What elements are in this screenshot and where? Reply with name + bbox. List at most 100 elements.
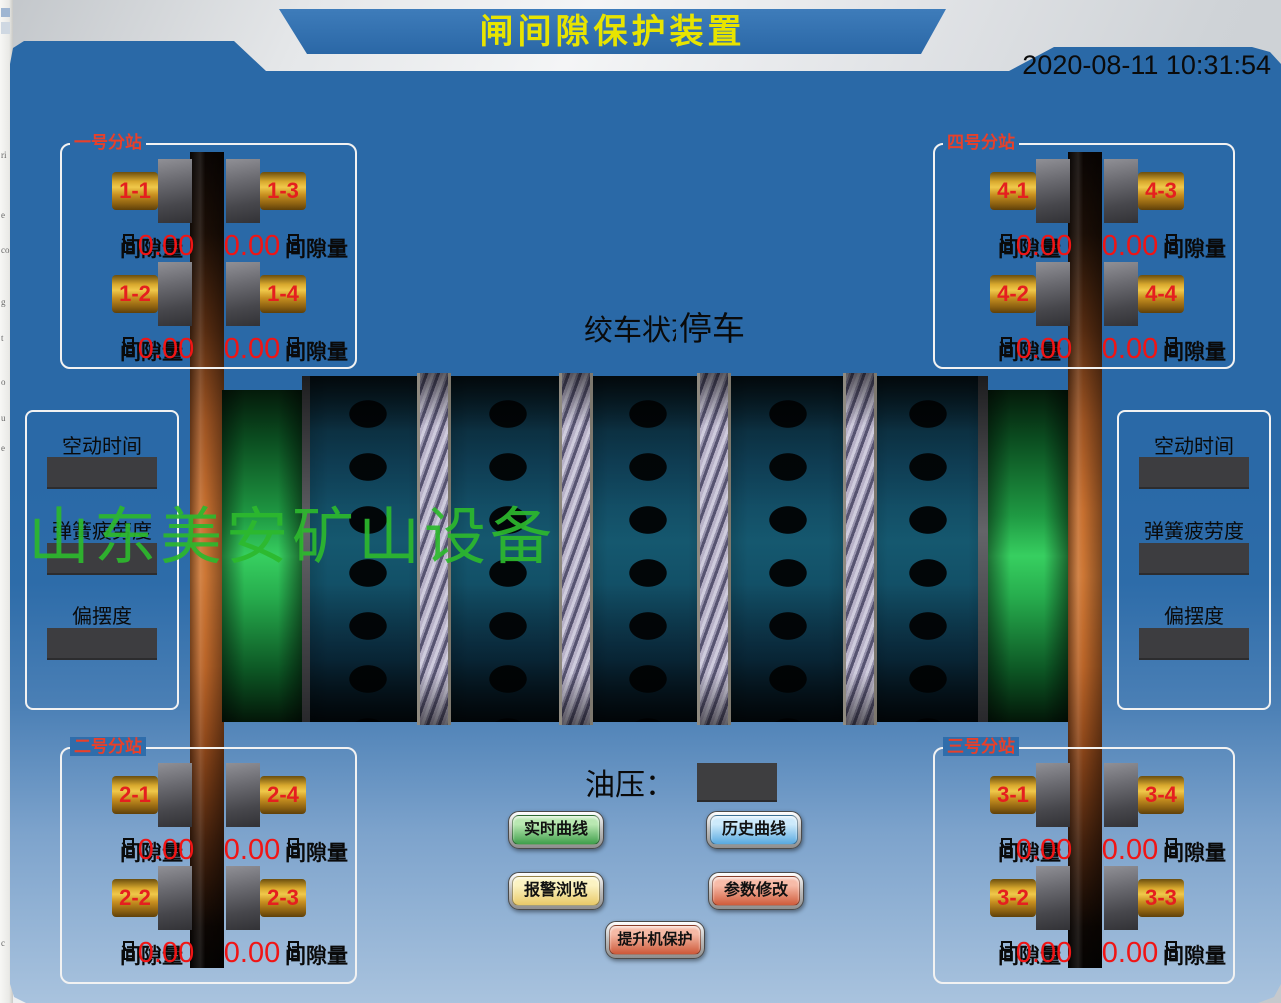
cylinder-id: 1-2 (119, 281, 151, 306)
brake-pad (226, 763, 260, 827)
strip-fragment: u (1, 413, 6, 423)
brake-cylinder: 2-2 (112, 879, 158, 917)
idle-time-value (47, 457, 157, 489)
info-panel-right: 空动时间 弹簧疲劳度 偏摆度 (1117, 410, 1271, 710)
title-banner: 闸间隙保护装置 (279, 9, 946, 54)
station-panel-3: 三号分站 3-1 3-4 间隙量 0.00 0.00 间隙量 3-2 3-3 间… (933, 737, 1235, 984)
strip-icon (1, 22, 10, 34)
gap-row: 间隙量 0.00 0.00 间隙量 (62, 230, 355, 262)
strip-fragment: g (1, 297, 6, 307)
deflection-label: 偏摆度 (1164, 606, 1224, 628)
datetime-display: 2020-08-11 10:31:54 (1022, 50, 1271, 80)
brake-pad (1036, 866, 1070, 930)
gap-value: 0.00 (1101, 333, 1159, 365)
realtime-curve-button-label[interactable]: 实时曲线 (512, 815, 600, 845)
station-title: 三号分站 (943, 737, 1019, 756)
gap-value: 0.00 (1015, 333, 1073, 365)
station-panel-1: 一号分站 1-1 1-3 间隙量 0.00 0.00 间隙量 1-2 1-4 间… (60, 133, 357, 369)
gap-value: 0.00 (223, 333, 281, 365)
gap-value: 0.00 (137, 937, 195, 969)
brake-pad (226, 262, 260, 326)
hoist-protection-button-label[interactable]: 提升机保护 (609, 925, 701, 955)
alarm-browse-button[interactable]: 报警浏览 (508, 872, 604, 910)
gap-row: 间隙量 0.00 0.00 间隙量 (62, 834, 355, 866)
gap-label: 间隙量 (285, 940, 351, 968)
wire-rope (559, 373, 593, 725)
strip-fragment: e (1, 210, 5, 220)
brake-pad (1104, 866, 1138, 930)
cylinder-id: 2-2 (119, 885, 151, 910)
brake-cylinder: 4-3 (1138, 172, 1184, 210)
brake-pad (158, 763, 192, 827)
brake-pad (1104, 159, 1138, 223)
gap-value: 0.00 (137, 230, 195, 262)
unit-glyph (288, 337, 299, 356)
wire-rope (843, 373, 877, 725)
cylinder-id: 1-1 (119, 178, 151, 203)
cylinder-id: 1-3 (267, 178, 299, 203)
brake-cylinder: 3-4 (1138, 776, 1184, 814)
wire-rope (417, 373, 451, 725)
gap-label: 间隙量 (1163, 837, 1229, 865)
unit-glyph (1166, 337, 1177, 356)
gap-label: 间隙量 (285, 233, 351, 261)
history-curve-button[interactable]: 历史曲线 (706, 811, 802, 849)
spring-fatigue-value (47, 543, 157, 575)
brake-pad (1104, 763, 1138, 827)
parameter-edit-button[interactable]: 参数修改 (708, 872, 804, 910)
strip-fragment: co (1, 245, 10, 255)
brake-cylinder: 1-4 (260, 275, 306, 313)
gap-label: 间隙量 (68, 233, 183, 261)
station-panel-4: 四号分站 4-1 4-3 间隙量 0.00 0.00 间隙量 4-2 4-4 间… (933, 133, 1235, 369)
gap-row: 间隙量 0.00 0.00 间隙量 (935, 937, 1233, 969)
spring-fatigue-value (1139, 543, 1249, 575)
cylinder-id: 4-4 (1145, 281, 1177, 306)
strip-fragment: o (1, 377, 6, 387)
strip-fragment: t (1, 333, 4, 343)
cylinder-id: 1-4 (267, 281, 299, 306)
brake-cylinder: 2-4 (260, 776, 306, 814)
gap-label: 间隙量 (946, 837, 1061, 865)
gap-label: 间隙量 (68, 837, 183, 865)
gap-row: 间隙量 0.00 0.00 间隙量 (935, 333, 1233, 365)
gap-label: 间隙量 (946, 233, 1061, 261)
gap-value: 0.00 (1015, 834, 1073, 866)
cylinder-id: 3-4 (1145, 782, 1177, 807)
cylinder-id: 3-3 (1145, 885, 1177, 910)
cylinder-id: 3-2 (997, 885, 1029, 910)
strip-fragment: c (1, 938, 5, 948)
gap-value: 0.00 (137, 834, 195, 866)
gap-row: 间隙量 0.00 0.00 间隙量 (935, 230, 1233, 262)
unit-glyph (1001, 838, 1012, 857)
brake-pad (1104, 262, 1138, 326)
idle-time-value (1139, 457, 1249, 489)
history-curve-button-label[interactable]: 历史曲线 (710, 815, 798, 845)
winch-status-value: 停车 (676, 310, 746, 347)
gap-label: 间隙量 (1163, 940, 1229, 968)
brake-pad (226, 866, 260, 930)
drum-flange-right (978, 376, 988, 722)
alarm-browse-button-label[interactable]: 报警浏览 (512, 876, 600, 906)
brake-cylinder: 4-1 (990, 172, 1036, 210)
gap-label: 间隙量 (1163, 336, 1229, 364)
unit-glyph (288, 838, 299, 857)
station-panel-2: 二号分站 2-1 2-4 间隙量 0.00 0.00 间隙量 2-2 2-3 间… (60, 737, 357, 984)
realtime-curve-button[interactable]: 实时曲线 (508, 811, 604, 849)
unit-glyph (123, 234, 134, 253)
cylinder-id: 3-1 (997, 782, 1029, 807)
brake-pad (226, 159, 260, 223)
unit-glyph (288, 941, 299, 960)
gap-label: 间隙量 (946, 940, 1061, 968)
deflection-value (47, 628, 157, 660)
cylinder-id: 4-3 (1145, 178, 1177, 203)
parameter-edit-button-label[interactable]: 参数修改 (712, 876, 800, 906)
cylinder-id: 4-2 (997, 281, 1029, 306)
brake-pad (158, 262, 192, 326)
gap-label: 间隙量 (1163, 233, 1229, 261)
background-window-strip: ri e co g t o u e c (0, 0, 13, 1003)
unit-glyph (1001, 941, 1012, 960)
station-title: 二号分站 (70, 737, 146, 756)
hoist-protection-button[interactable]: 提升机保护 (605, 921, 705, 959)
gap-value: 0.00 (223, 937, 281, 969)
